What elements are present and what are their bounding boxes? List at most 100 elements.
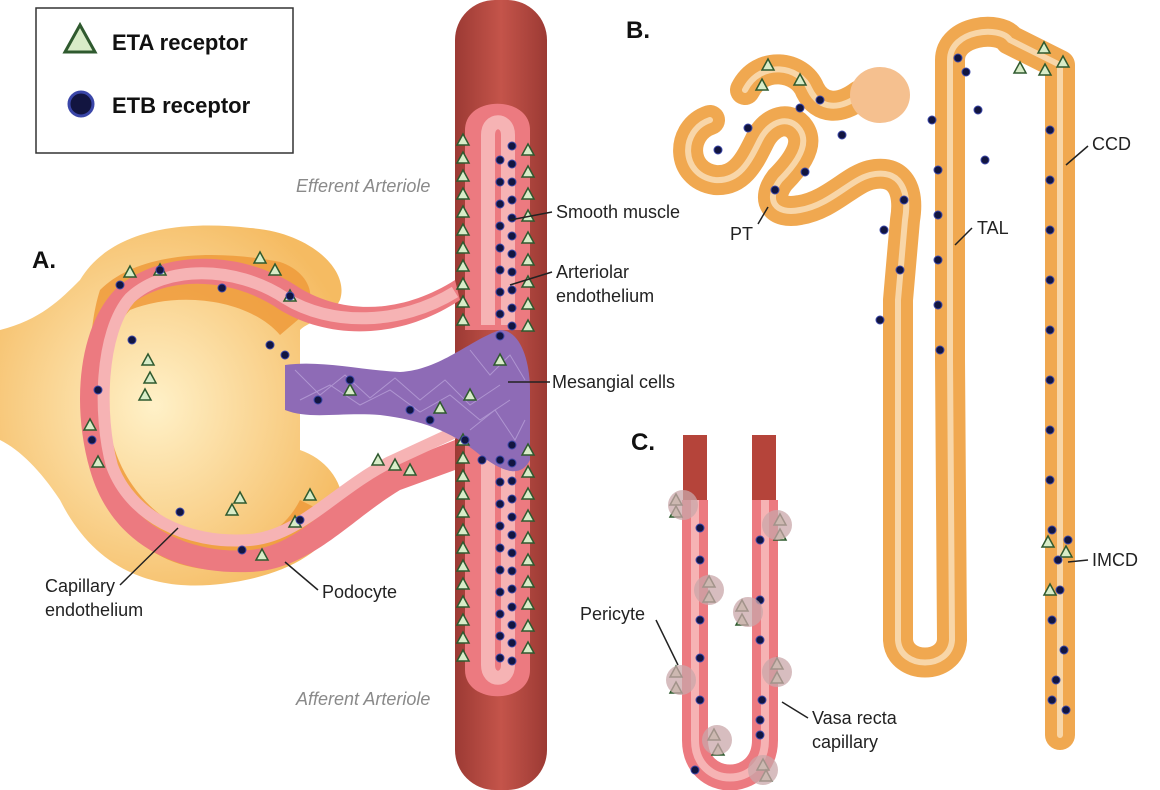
etb-receptor [508, 603, 516, 611]
etb-receptor [508, 657, 516, 665]
etb-receptor [496, 200, 504, 208]
etb-receptor [1062, 706, 1070, 714]
panel-b-label: B. [626, 17, 650, 44]
etb-receptor [1048, 696, 1056, 704]
etb-receptor [496, 156, 504, 164]
etb-receptor [281, 351, 289, 359]
etb-receptor [508, 286, 516, 294]
tal-label: TAL [977, 218, 1009, 238]
afferent-arteriole-label: Afferent Arteriole [295, 689, 430, 709]
panel-a-label: A. [32, 247, 56, 274]
pericyte-leader [656, 620, 678, 665]
legend: ETA receptor ETB receptor [36, 8, 293, 153]
etb-receptor [1052, 676, 1060, 684]
efferent-arteriole-wall [465, 104, 530, 330]
etb-receptor [954, 54, 962, 62]
etb-legend-label: ETB receptor [112, 93, 251, 118]
pericyte [748, 755, 778, 785]
capillary-label-1: Capillary [45, 576, 115, 596]
etb-receptor [94, 386, 102, 394]
etb-receptor [116, 281, 124, 289]
etb-receptor [876, 316, 884, 324]
podocyte-leader [285, 562, 318, 590]
panel-b-group [688, 32, 1060, 735]
etb-receptor [508, 250, 516, 258]
etb-receptor [128, 336, 136, 344]
etb-receptor [1054, 556, 1062, 564]
etb-receptor [496, 544, 504, 552]
pericyte [668, 490, 698, 520]
etb-receptor [838, 131, 846, 139]
etb-receptor [744, 124, 752, 132]
etb-receptor [496, 632, 504, 640]
etb-receptor [496, 500, 504, 508]
etb-receptor [928, 116, 936, 124]
etb-receptor [896, 266, 904, 274]
panel-c-group [683, 435, 776, 778]
etb-receptor [974, 106, 982, 114]
etb-receptor [696, 556, 704, 564]
etb-receptor [496, 310, 504, 318]
etb-receptor [496, 244, 504, 252]
etb-receptor [508, 459, 516, 467]
pericyte [733, 597, 763, 627]
pericyte [762, 510, 792, 540]
etb-receptor [1046, 276, 1054, 284]
etb-receptor [508, 585, 516, 593]
etb-receptor [508, 477, 516, 485]
pericyte-label: Pericyte [580, 604, 645, 624]
etb-receptor [496, 588, 504, 596]
etb-receptor [981, 156, 989, 164]
etb-receptor [934, 166, 942, 174]
etb-receptor [496, 610, 504, 618]
etb-receptor [496, 332, 504, 340]
etb-receptor [1046, 326, 1054, 334]
etb-legend-icon [69, 92, 93, 116]
etb-receptor [696, 524, 704, 532]
etb-receptor [296, 516, 304, 524]
etb-receptor [218, 284, 226, 292]
etb-receptor [1048, 616, 1056, 624]
podocyte-label: Podocyte [322, 582, 397, 602]
etb-receptor [508, 196, 516, 204]
smooth-muscle-label: Smooth muscle [556, 202, 680, 222]
etb-receptor [816, 96, 824, 104]
etb-receptor [696, 654, 704, 662]
etb-receptor [508, 441, 516, 449]
etb-receptor [314, 396, 322, 404]
etb-receptor [1064, 536, 1072, 544]
etb-receptor [1046, 426, 1054, 434]
etb-receptor [714, 146, 722, 154]
etb-receptor [496, 288, 504, 296]
etb-receptor [1056, 586, 1064, 594]
etb-receptor [934, 301, 942, 309]
etb-receptor [1046, 226, 1054, 234]
etb-receptor [936, 346, 944, 354]
nephron-tubule [688, 32, 1060, 735]
ccd-label: CCD [1092, 134, 1131, 154]
etb-receptor [496, 566, 504, 574]
etb-receptor [508, 232, 516, 240]
etb-receptor [266, 341, 274, 349]
etb-receptor [508, 160, 516, 168]
etb-receptor [496, 522, 504, 530]
etb-receptor [508, 639, 516, 647]
pericyte [666, 665, 696, 695]
etb-receptor [1046, 126, 1054, 134]
imcd-label: IMCD [1092, 550, 1138, 570]
etb-receptor [478, 456, 486, 464]
mesangial-label: Mesangial cells [552, 372, 675, 392]
arteriolar-label-1: Arteriolar [556, 262, 629, 282]
etb-receptor [496, 654, 504, 662]
arteriolar-label-2: endothelium [556, 286, 654, 306]
etb-receptor [758, 696, 766, 704]
etb-receptor [508, 322, 516, 330]
efferent-arteriole-label: Efferent Arteriole [296, 176, 430, 196]
etb-receptor [286, 292, 294, 300]
etb-receptor [508, 495, 516, 503]
glomerulus-small [850, 67, 910, 123]
etb-receptor [496, 456, 504, 464]
etb-receptor [696, 696, 704, 704]
